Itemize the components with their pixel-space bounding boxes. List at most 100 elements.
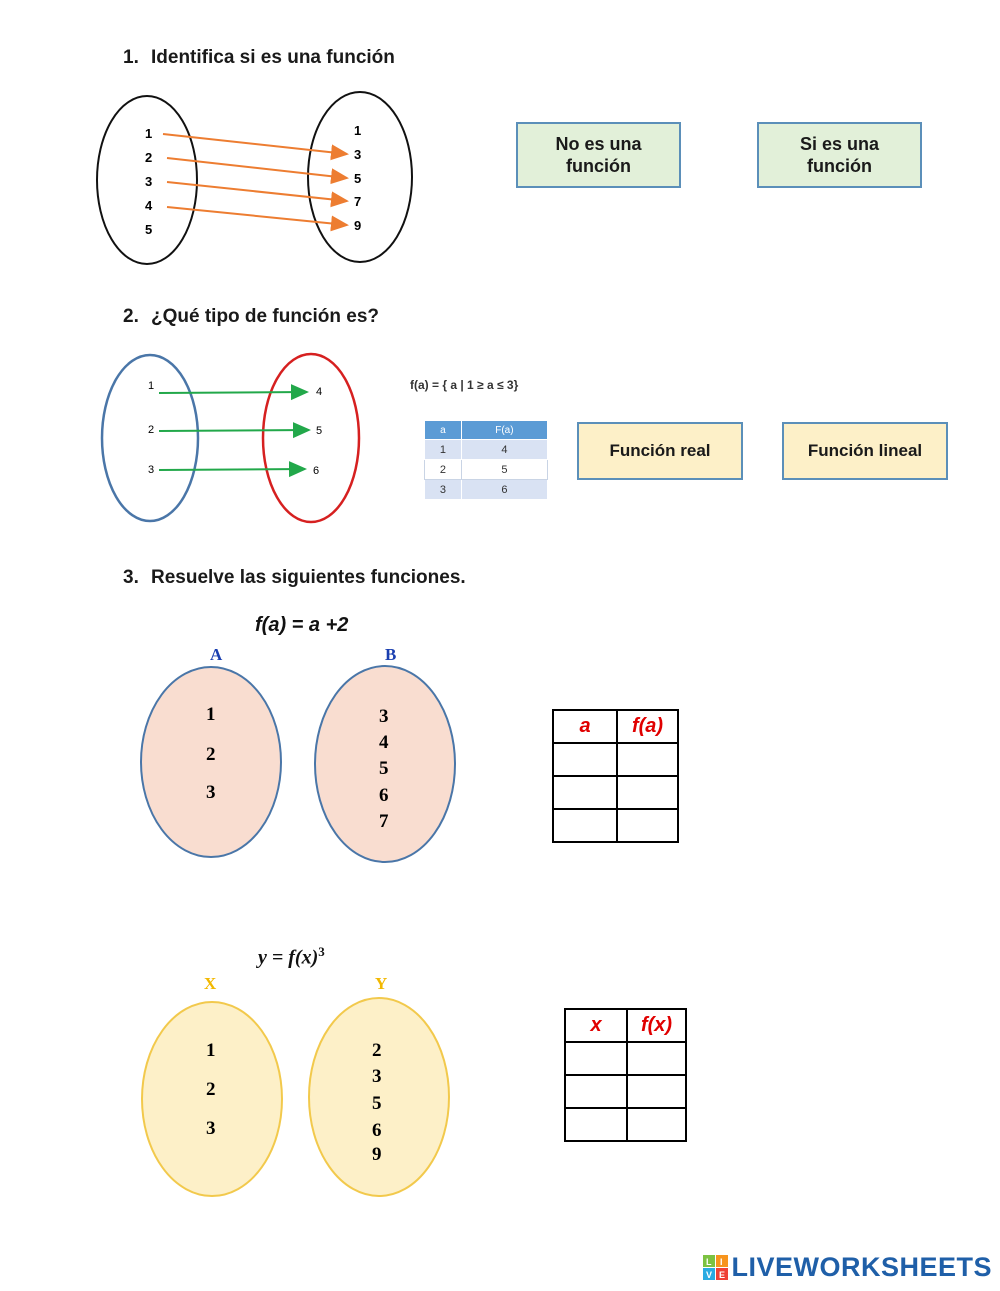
- q3-set-y-ellipse: [308, 997, 450, 1197]
- q3-set-b-label: B: [385, 645, 396, 664]
- q2-domain-ellipse: [100, 353, 200, 523]
- q1-domain-4: 4: [145, 198, 153, 213]
- q3-set-a-item: 3: [206, 782, 216, 803]
- answer-cell[interactable]: [616, 808, 679, 843]
- table-row: [564, 1041, 687, 1076]
- q2-mini-cell: 6: [460, 479, 549, 500]
- answer-cell[interactable]: [626, 1041, 687, 1076]
- q2-mapping-diagram: 1 2 3 4 5 6: [100, 352, 361, 524]
- q2-mini-cell: 5: [460, 459, 549, 480]
- q2-arrow-2: [158, 422, 311, 439]
- q3-set-x-item: 1: [206, 1040, 216, 1061]
- answer-cell[interactable]: [552, 808, 618, 843]
- q1-domain-3: 3: [145, 174, 152, 189]
- q1-codomain-1: 1: [354, 123, 361, 138]
- q2-option-linear-function[interactable]: Función lineal: [782, 422, 948, 480]
- q2-mini-cell: 2: [424, 459, 462, 480]
- q1-domain-ellipse: [96, 95, 198, 265]
- q1-arrow-3: [166, 181, 349, 208]
- q3-set-a-item: 2: [206, 744, 216, 765]
- q2-title: 2.¿Qué tipo de función es?: [123, 306, 379, 328]
- answer-cell[interactable]: [626, 1074, 687, 1109]
- q3-set-b-item: 7: [379, 811, 389, 832]
- q3-set-a-item: 1: [206, 704, 216, 725]
- q2-arrow-1: [158, 384, 309, 401]
- svg-text:E: E: [719, 1270, 725, 1280]
- q1-codomain-3: 3: [354, 147, 361, 162]
- svg-text:I: I: [720, 1257, 723, 1267]
- q2-codomain-6: 6: [313, 465, 319, 477]
- q3-number: 3.: [123, 567, 139, 588]
- q2-mini-header-fa: F(a): [460, 420, 549, 440]
- answer-cell[interactable]: [564, 1107, 628, 1142]
- q2-domain-2: 2: [148, 424, 154, 436]
- q1-domain-1: 1: [145, 126, 152, 141]
- q3-set-y-item: 2: [372, 1040, 382, 1061]
- table-row: [552, 742, 679, 777]
- q3-part2-answer-table: x f(x): [564, 1008, 687, 1142]
- liveworksheets-logo: L I V E LIVEWORKSHEETS: [703, 1252, 992, 1283]
- answer-cell[interactable]: [552, 742, 618, 777]
- q3-part1-answer-table: a f(a): [552, 709, 679, 843]
- q3-set-x-item: 2: [206, 1079, 216, 1100]
- q1-option-b-label: Si es una función: [799, 133, 880, 177]
- q1-option-a-label: No es una función: [555, 133, 642, 177]
- q2-mini-cell: 1: [424, 439, 462, 460]
- q3-part2-formula-text: y = f(x): [258, 946, 319, 969]
- q3-set-b-item: 4: [379, 732, 389, 753]
- logo-text: LIVEWORKSHEETS: [731, 1252, 992, 1282]
- answer-cell[interactable]: [564, 1074, 628, 1109]
- q1-codomain-5: 5: [354, 171, 361, 186]
- q3-set-b-item: 6: [379, 785, 389, 806]
- q3-set-y-item: 3: [372, 1066, 382, 1087]
- q1-codomain-7: 7: [354, 194, 361, 209]
- q1-arrow-4: [166, 206, 349, 232]
- answer-cell[interactable]: [552, 775, 618, 810]
- q2-mini-header-a: a: [424, 420, 462, 440]
- table-row: [564, 1107, 687, 1142]
- q2-codomain-5: 5: [316, 425, 322, 437]
- q1-option-no-function[interactable]: No es una función: [516, 122, 681, 188]
- q3-title: 3. Resuelve las siguientes funciones.: [123, 567, 466, 589]
- q2-codomain-ellipse: [261, 352, 361, 524]
- q3-set-y-item: 6: [372, 1120, 382, 1141]
- answer-cell[interactable]: [616, 742, 679, 777]
- q3-set-b-item: 3: [379, 706, 389, 727]
- svg-text:L: L: [706, 1257, 712, 1267]
- q3-set-a-ellipse: [140, 666, 282, 858]
- q2-domain-1: 1: [148, 380, 154, 392]
- q1-codomain-9: 9: [354, 218, 361, 233]
- q3-part2-diagram: X Y 1 2 3 2 3 5 6 9: [141, 974, 450, 1197]
- q2-mini-row: 3 6: [424, 479, 549, 500]
- q2-mini-cell: 3: [424, 479, 462, 500]
- q2-option-real-function[interactable]: Función real: [577, 422, 743, 480]
- answer-cell[interactable]: [616, 775, 679, 810]
- answer-cell[interactable]: [626, 1107, 687, 1142]
- q3-part2-header-x: x: [564, 1008, 628, 1043]
- q1-arrow-2: [166, 157, 349, 185]
- q3-set-y-item: 9: [372, 1144, 382, 1165]
- q3-set-a-label: A: [210, 645, 223, 664]
- q3-set-x-item: 3: [206, 1118, 216, 1139]
- q3-set-b-item: 5: [379, 758, 389, 779]
- svg-text:V: V: [706, 1270, 712, 1280]
- q1-number: 1.: [123, 47, 139, 68]
- q2-arrow-3: [158, 461, 307, 478]
- q2-option-a-label: Función real: [609, 441, 711, 461]
- answer-cell[interactable]: [564, 1041, 628, 1076]
- q3-part1-formula: f(a) = a +2: [255, 614, 349, 636]
- q3-part2-exponent: 3: [318, 944, 325, 959]
- q1-arrow-1: [162, 133, 349, 161]
- q1-domain-5: 5: [145, 222, 152, 237]
- q2-set-notation: f(a) = { a | 1 ≥ a ≤ 3}: [410, 378, 519, 392]
- q3-title-text: Resuelve las siguientes funciones.: [151, 567, 466, 588]
- q3-part2-header-fx: f(x): [626, 1008, 687, 1043]
- q3-set-y-label: Y: [375, 974, 387, 993]
- logo-icon: L I V E: [703, 1254, 729, 1280]
- q2-mini-table: a F(a) 1 4 2 5 3 6: [424, 420, 549, 500]
- table-row: [564, 1074, 687, 1109]
- q1-option-is-function[interactable]: Si es una función: [757, 122, 922, 188]
- q2-option-b-label: Función lineal: [807, 441, 923, 461]
- q3-part2-formula: y = f(x)3: [258, 944, 325, 970]
- table-row: [552, 775, 679, 810]
